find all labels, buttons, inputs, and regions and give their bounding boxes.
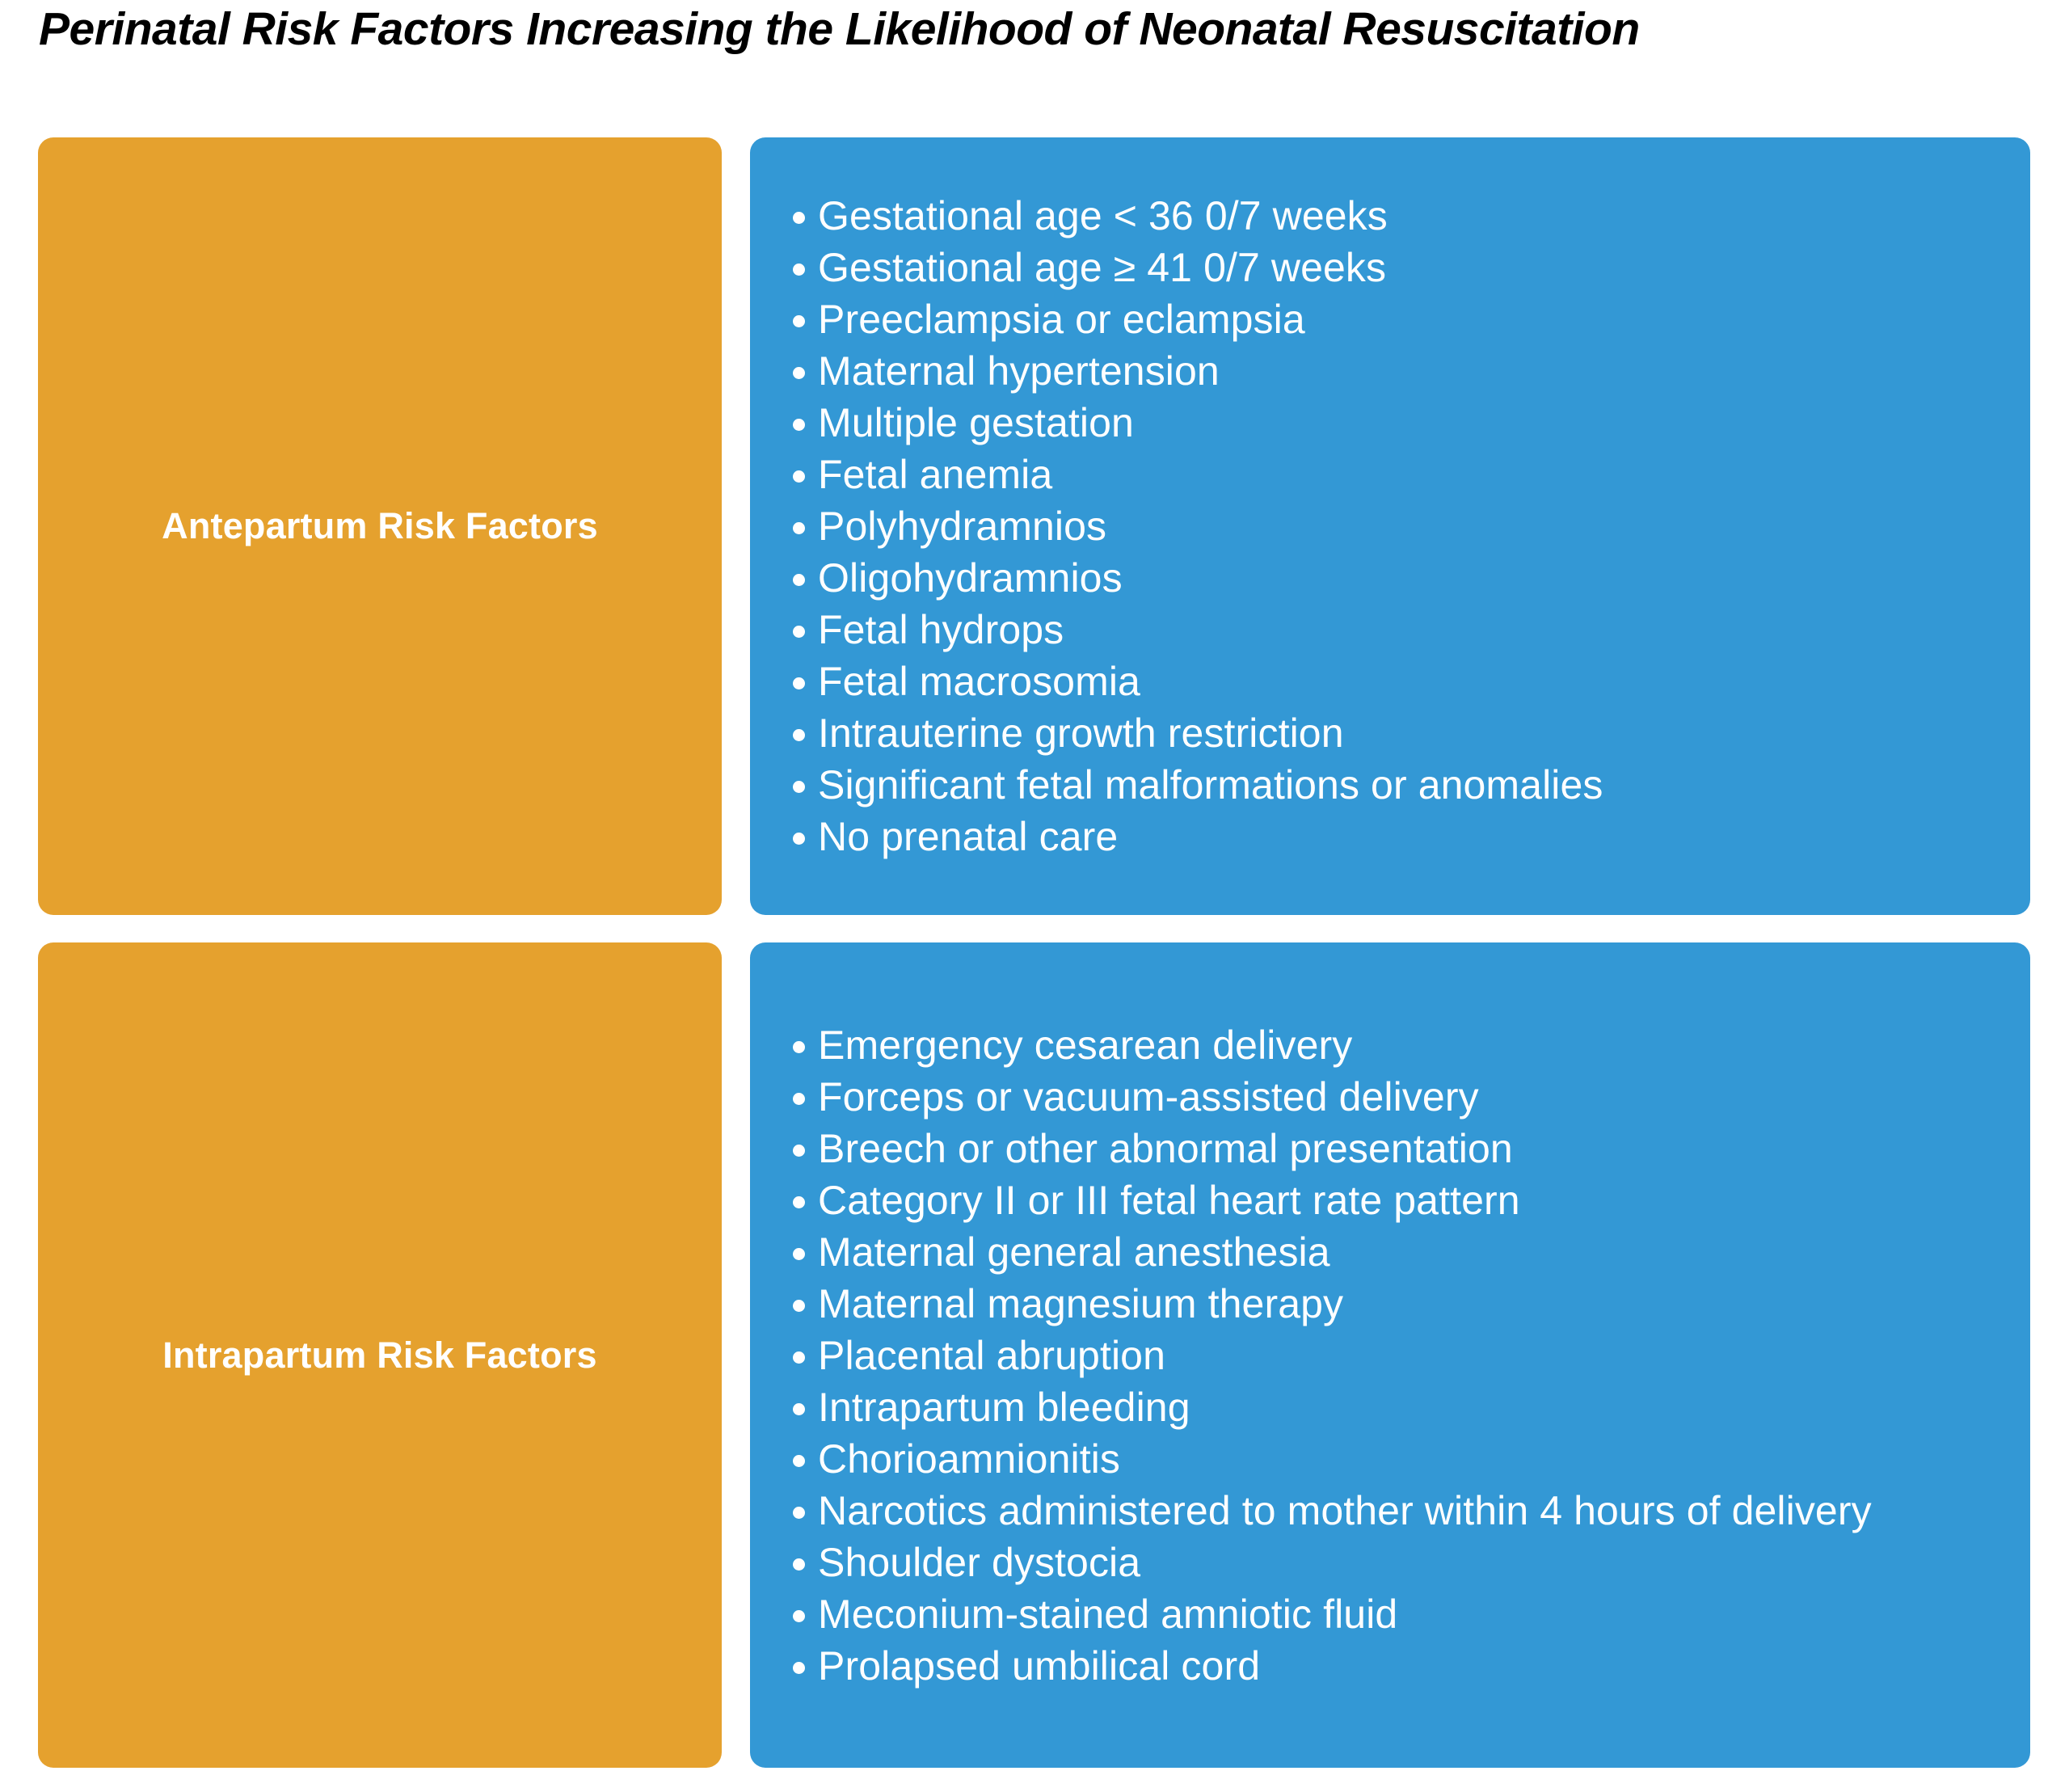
bullet-list-antepartum: Gestational age < 36 0/7 weeks Gestation…	[777, 190, 2003, 862]
page-title: Perinatal Risk Factors Increasing the Li…	[39, 3, 1640, 55]
list-item: Fetal anemia	[777, 449, 2003, 500]
list-item: Multiple gestation	[777, 397, 2003, 449]
list-box-intrapartum: Emergency cesarean delivery Forceps or v…	[750, 942, 2030, 1768]
risk-row-antepartum: Antepartum Risk Factors Gestational age …	[38, 137, 2030, 915]
list-item: Oligohydramnios	[777, 552, 2003, 604]
list-box-antepartum: Gestational age < 36 0/7 weeks Gestation…	[750, 137, 2030, 915]
list-item: Maternal hypertension	[777, 345, 2003, 397]
list-item: Narcotics administered to mother within …	[777, 1485, 2003, 1537]
list-item: Fetal macrosomia	[777, 656, 2003, 707]
bullet-list-intrapartum: Emergency cesarean delivery Forceps or v…	[777, 1019, 2003, 1692]
category-box-intrapartum[interactable]: Intrapartum Risk Factors	[38, 942, 722, 1768]
list-item: Preeclampsia or eclampsia	[777, 293, 2003, 345]
risk-factor-grid: Antepartum Risk Factors Gestational age …	[38, 137, 2030, 1768]
list-item: Fetal hydrops	[777, 604, 2003, 656]
list-item: Maternal magnesium therapy	[777, 1278, 2003, 1330]
list-item: Gestational age < 36 0/7 weeks	[777, 190, 2003, 242]
category-label-intrapartum: Intrapartum Risk Factors	[162, 1334, 597, 1376]
list-item: Intrapartum bleeding	[777, 1381, 2003, 1433]
list-item: Breech or other abnormal presentation	[777, 1123, 2003, 1174]
list-item: Significant fetal malformations or anoma…	[777, 759, 2003, 811]
list-item: Gestational age ≥ 41 0/7 weeks	[777, 242, 2003, 293]
risk-row-intrapartum: Intrapartum Risk Factors Emergency cesar…	[38, 942, 2030, 1768]
list-item: Shoulder dystocia	[777, 1537, 2003, 1588]
list-item: Intrauterine growth restriction	[777, 707, 2003, 759]
list-item: Category II or III fetal heart rate patt…	[777, 1174, 2003, 1226]
list-item: Chorioamnionitis	[777, 1433, 2003, 1485]
list-item: Emergency cesarean delivery	[777, 1019, 2003, 1071]
list-item: Polyhydramnios	[777, 500, 2003, 552]
list-item: Prolapsed umbilical cord	[777, 1640, 2003, 1692]
list-item: No prenatal care	[777, 811, 2003, 862]
list-item: Forceps or vacuum-assisted delivery	[777, 1071, 2003, 1123]
category-box-antepartum[interactable]: Antepartum Risk Factors	[38, 137, 722, 915]
list-item: Meconium-stained amniotic fluid	[777, 1588, 2003, 1640]
list-item: Maternal general anesthesia	[777, 1226, 2003, 1278]
category-label-antepartum: Antepartum Risk Factors	[162, 505, 598, 547]
list-item: Placental abruption	[777, 1330, 2003, 1381]
